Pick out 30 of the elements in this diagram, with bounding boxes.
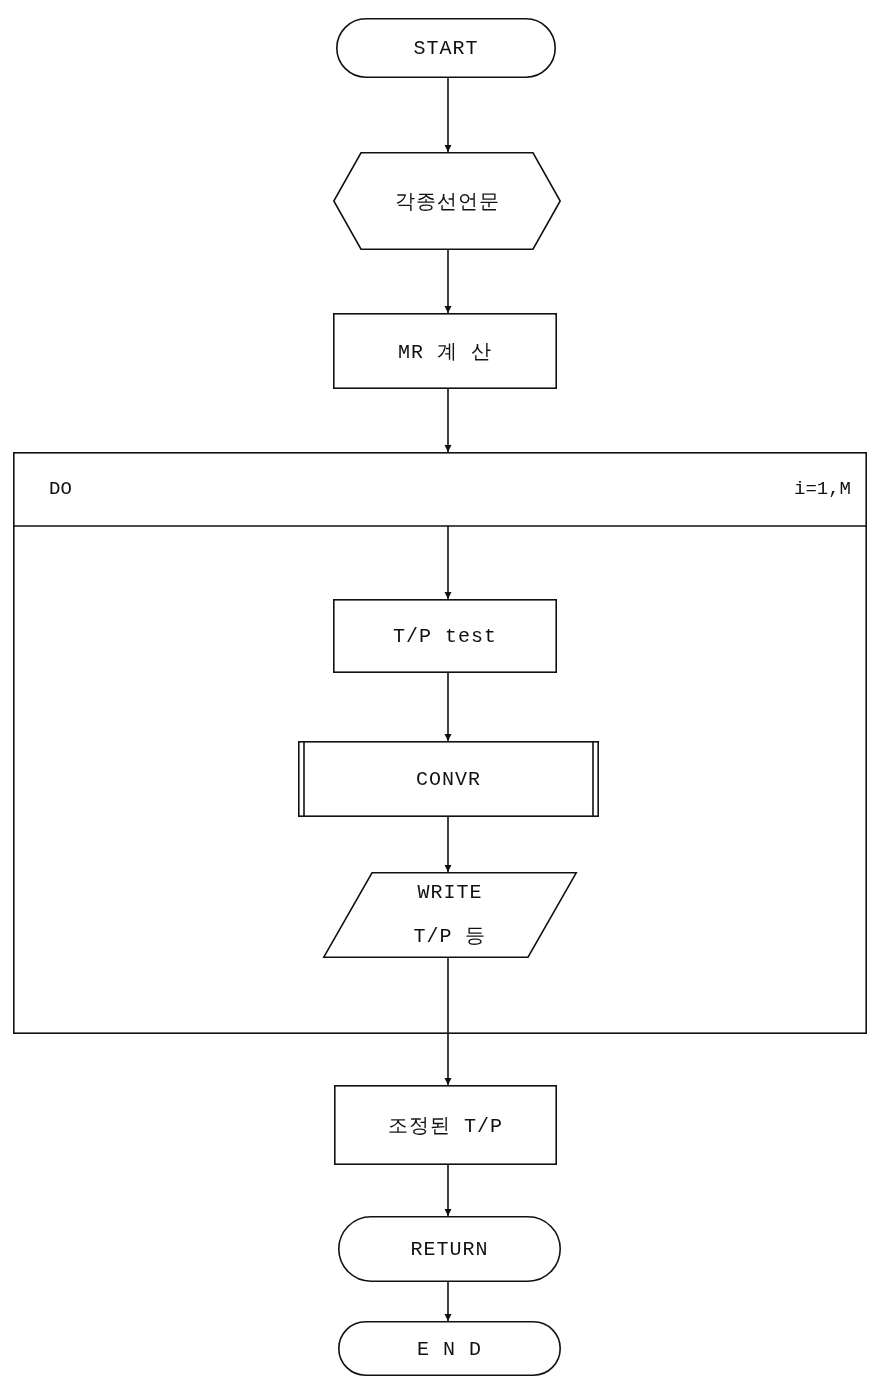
node-label: WRITE T/P 등 [412,880,488,950]
arrow [444,388,452,453]
terminal-shape [338,1216,561,1282]
loop-range: i=1,M [794,478,851,500]
io-parallelogram [323,872,577,958]
node-label: START [412,36,480,60]
process-box [333,599,557,673]
node-label: 조정된 T/P [387,1113,504,1139]
loop-keyword: DO [49,478,72,500]
process-box [334,1085,557,1165]
node-label: 각종선언문 [393,189,501,215]
arrow [444,77,452,153]
arrow [444,1281,452,1322]
arrow [444,249,452,314]
node-label: T/P test [392,624,498,648]
preparation-hexagon [333,152,561,250]
arrow [444,957,452,1086]
node-label: RETURN [409,1237,490,1261]
arrow [444,672,452,742]
arrow [444,816,452,873]
process-box [333,313,557,389]
loop-box [13,452,867,1034]
terminal-shape [338,1321,561,1376]
predefined-process-box [298,741,599,817]
node-label: MR 계 산 [397,339,493,365]
node-label: CONVR [415,767,482,791]
arrow [444,1164,452,1217]
terminal-shape [336,18,556,78]
arrow [444,525,452,600]
node-label: E N D [416,1337,483,1360]
